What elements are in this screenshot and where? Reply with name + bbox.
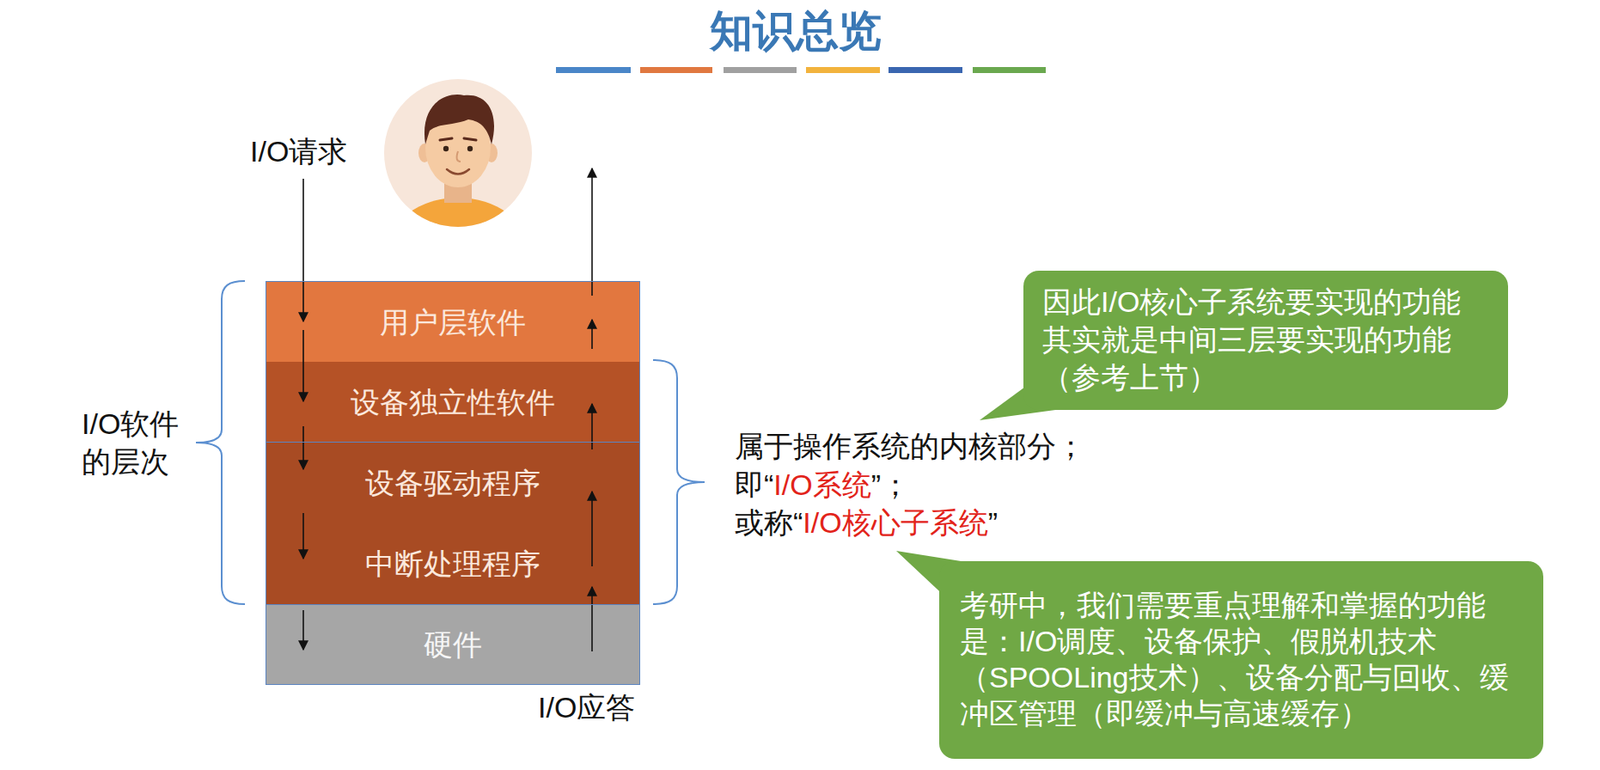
layer-grounds <box>265 280 641 685</box>
label-line: I/O软件 的层次 <box>81 404 190 481</box>
annotation-text: 即“ <box>734 468 774 501</box>
label-line: I/O应答 <box>537 688 636 727</box>
layer-box: 设备独立性软件 <box>265 361 641 443</box>
layer-label: 硬件 <box>423 625 483 664</box>
layer-box: 用户层软件 <box>265 280 641 362</box>
annotation-text: ” <box>988 506 998 539</box>
request-arrows <box>302 178 305 650</box>
annotation-text: 属于操作系统的内核部分； <box>734 429 1086 463</box>
callout-box: 因此I/O核心子系统要实现的功能 其实就是中间三层要实现的功能 （参考上节） <box>1023 270 1509 410</box>
callout-box: 考研中，我们需要重点理解和掌握的功能 是：I/O调度、设备保护、假脱机技术 （S… <box>939 561 1544 759</box>
annotation-text: I/O软件 的层次 <box>81 407 179 478</box>
callout-text: 考研中，我们需要重点理解和掌握的功能 是：I/O调度、设备保护、假脱机技术 （S… <box>959 586 1527 732</box>
layer-box: 硬件 <box>265 604 641 685</box>
layer-label: 中断处理程序 <box>365 544 541 583</box>
annotation-text: 或称“ <box>734 506 803 539</box>
layer-box: 中断处理程序 <box>265 523 641 605</box>
reply-arrows <box>591 168 593 652</box>
label-line: 或称“I/O核心子系统” <box>734 503 998 542</box>
layer-label: 用户层软件 <box>379 303 526 342</box>
layer-label: 设备驱动程序 <box>365 464 541 502</box>
label-line: 属于操作系统的内核部分； <box>734 427 1086 465</box>
page-title: 知识总览 <box>623 5 968 57</box>
label-line: I/O请求 <box>250 132 348 171</box>
callout-text: 因此I/O核心子系统要实现的功能 其实就是中间三层要实现的功能 （参考上节） <box>1042 282 1471 397</box>
title-bars <box>555 67 1046 74</box>
annotation-text: ”； <box>871 468 910 501</box>
user-avatar <box>384 79 532 305</box>
layer-box: 设备驱动程序 <box>265 442 641 524</box>
label-line: 即“I/O系统”； <box>734 465 910 504</box>
right-brace <box>653 360 705 605</box>
annotation-text: I/O请求 <box>250 134 348 168</box>
annotation-text: I/O应答 <box>537 690 636 724</box>
highlight-term: I/O系统 <box>773 468 871 501</box>
highlight-term: I/O核心子系统 <box>802 506 988 539</box>
layer-label: 设备独立性软件 <box>350 383 556 422</box>
left-brace <box>195 280 245 605</box>
